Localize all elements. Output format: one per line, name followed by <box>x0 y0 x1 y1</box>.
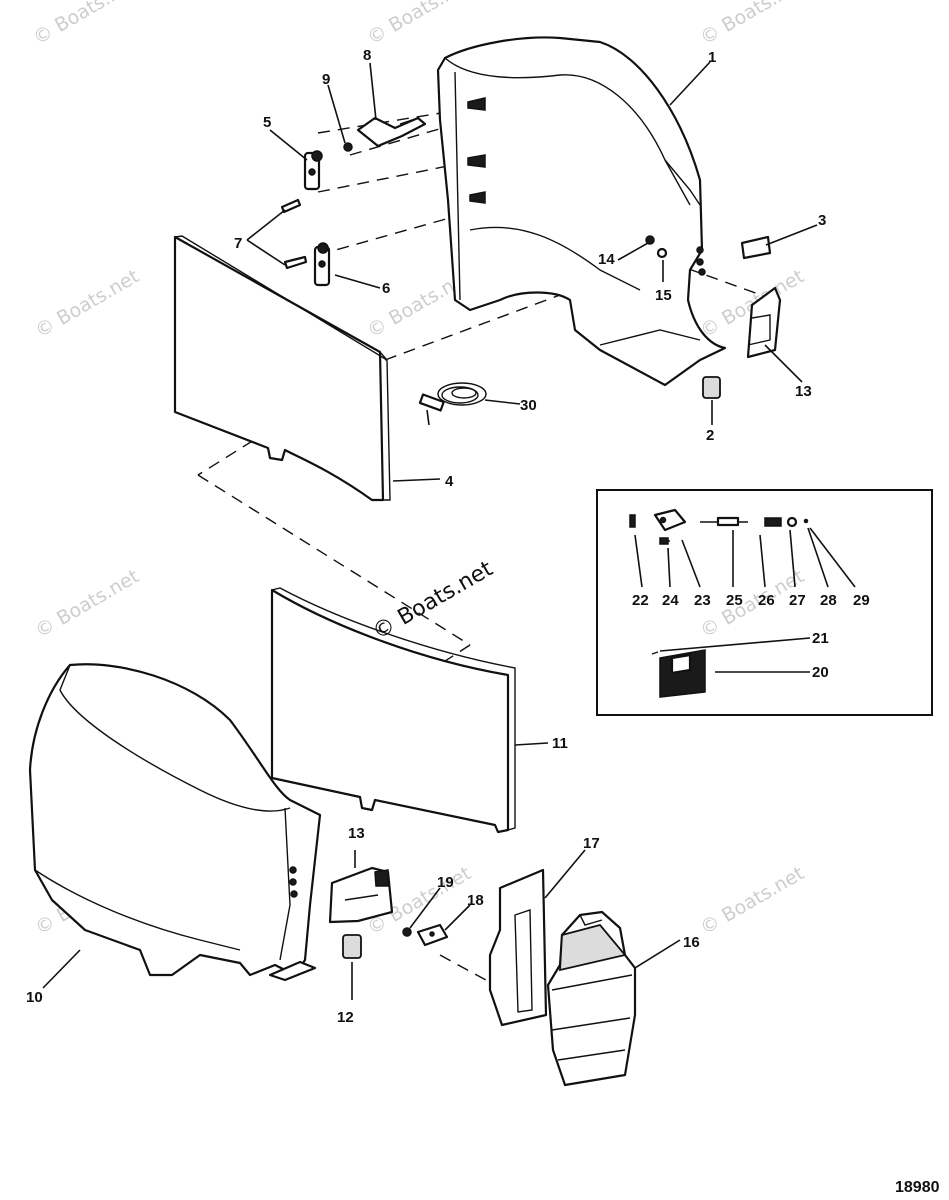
callout-3: 3 <box>818 212 826 229</box>
callout-19: 19 <box>437 874 454 891</box>
watermark: © Boats.net <box>697 0 808 49</box>
callout-25: 25 <box>726 592 743 609</box>
callout-4: 4 <box>445 473 454 490</box>
callout-27: 27 <box>789 592 806 609</box>
lower-cowl-part-10 <box>28 663 322 982</box>
watermark: © Boats.net <box>30 0 141 49</box>
callout-1: 1 <box>708 49 716 66</box>
bumper-part-2 <box>702 376 721 399</box>
callout-22: 22 <box>632 592 649 609</box>
callout-29: 29 <box>853 592 870 609</box>
front-panel-part-11 <box>270 587 516 834</box>
watermark-center: © Boats.net <box>369 556 498 645</box>
leader-lines <box>42 61 856 1000</box>
callout-18: 18 <box>467 892 484 909</box>
callout-26: 26 <box>758 592 775 609</box>
callout-5: 5 <box>263 114 271 131</box>
cover-part-16 <box>546 910 637 1087</box>
upper-cowl-part-1 <box>436 36 727 387</box>
callout-20: 20 <box>812 664 829 681</box>
callout-13-upper: 13 <box>795 383 812 400</box>
latch-part-13-lower <box>328 866 394 924</box>
clip-parts-18-19 <box>402 923 449 947</box>
bumper-part-12 <box>342 934 362 959</box>
lanyard-part-30 <box>418 382 487 426</box>
callout-6: 6 <box>382 280 390 297</box>
callout-23: 23 <box>694 592 711 609</box>
callout-10: 10 <box>26 989 43 1006</box>
watermark: © Boats.net <box>697 862 808 939</box>
callout-13-lower: 13 <box>348 825 365 842</box>
callout-15: 15 <box>655 287 672 304</box>
rear-panel-part-4 <box>173 235 391 502</box>
hinge-hardware <box>280 116 668 287</box>
latch-part-13-upper <box>746 286 782 359</box>
seal-part-17 <box>488 868 548 1027</box>
callout-24: 24 <box>662 592 679 609</box>
callout-labels: 1 2 3 4 5 6 7 8 9 10 11 12 13 13 14 15 1… <box>26 47 870 1026</box>
callout-14: 14 <box>598 251 615 268</box>
watermark: © Boats.net <box>32 565 143 642</box>
callout-9: 9 <box>322 71 330 88</box>
callout-16: 16 <box>683 934 700 951</box>
callout-21: 21 <box>812 630 829 647</box>
callout-17: 17 <box>583 835 600 852</box>
callout-12: 12 <box>337 1009 354 1026</box>
plug-part-3 <box>740 235 772 260</box>
watermark: © Boats.net <box>32 265 143 342</box>
callout-2: 2 <box>706 427 714 444</box>
callout-30: 30 <box>520 397 537 414</box>
callout-11: 11 <box>552 735 568 752</box>
callout-7: 7 <box>234 235 242 252</box>
figure-code: 18980 <box>895 1179 940 1196</box>
callout-28: 28 <box>820 592 837 609</box>
watermark: © Boats.net <box>364 0 475 49</box>
callout-8: 8 <box>363 47 371 64</box>
inset-detail-box <box>596 489 933 716</box>
